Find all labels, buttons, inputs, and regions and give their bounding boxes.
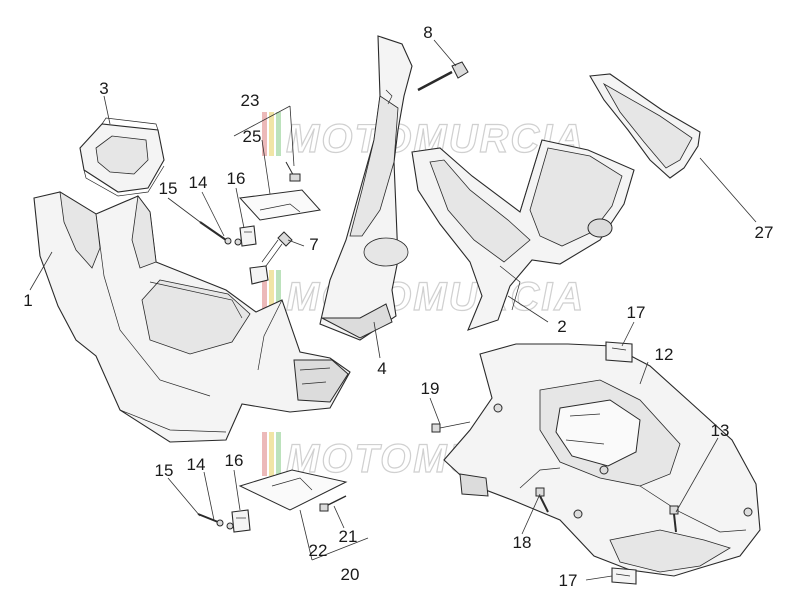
part-19-screw bbox=[431, 421, 471, 433]
callout-4: 4 bbox=[377, 359, 386, 378]
callout-14-lower: 14 bbox=[187, 455, 206, 474]
part-15-pin-lower bbox=[197, 513, 224, 527]
callout-22: 22 bbox=[309, 541, 328, 560]
callout-18: 18 bbox=[513, 533, 532, 552]
callout-7: 7 bbox=[309, 235, 318, 254]
part-13-screw bbox=[669, 505, 679, 533]
part-16-clip-lower bbox=[231, 509, 251, 533]
part-12-rear-cover bbox=[443, 343, 761, 577]
callout-3: 3 bbox=[99, 79, 108, 98]
part-18-screw bbox=[535, 487, 549, 513]
callout-15-lower: 15 bbox=[155, 461, 174, 480]
callout-14-upper: 14 bbox=[189, 173, 208, 192]
part-21-bolt bbox=[319, 495, 347, 512]
callout-21: 21 bbox=[339, 527, 358, 546]
callout-12: 12 bbox=[655, 345, 674, 364]
part-23-bolt bbox=[285, 161, 301, 182]
part-14-washer-lower bbox=[226, 522, 234, 530]
callout-27: 27 bbox=[755, 223, 774, 242]
part-17-clip-lower bbox=[611, 567, 637, 585]
part-1-front-cover bbox=[33, 191, 351, 443]
callout-16-lower: 16 bbox=[225, 451, 244, 470]
callout-17-upper: 17 bbox=[627, 303, 646, 322]
callout-16-upper: 16 bbox=[227, 169, 246, 188]
watermark-2: MOTOMURCIA bbox=[262, 270, 584, 320]
callout-17-lower: 17 bbox=[559, 571, 578, 590]
leader-lines bbox=[29, 39, 757, 581]
callout-15-upper: 15 bbox=[159, 179, 178, 198]
callout-2: 2 bbox=[557, 317, 566, 336]
callout-1: 1 bbox=[23, 291, 32, 310]
part-27-cover bbox=[589, 73, 701, 179]
part-17-clip-upper bbox=[605, 341, 633, 363]
part-7-screw bbox=[249, 231, 293, 285]
callout-13: 13 bbox=[711, 421, 730, 440]
callout-23: 23 bbox=[241, 91, 260, 110]
callout-8: 8 bbox=[423, 23, 432, 42]
part-2-inner-panel bbox=[411, 139, 635, 331]
callout-19: 19 bbox=[421, 379, 440, 398]
part-4-inner-panel bbox=[319, 35, 413, 341]
part-25-panel bbox=[238, 189, 321, 221]
part-14-washer-upper bbox=[234, 238, 242, 246]
callout-20: 20 bbox=[341, 565, 360, 584]
part-16-clip-upper bbox=[239, 225, 257, 247]
callout-labels: 3 1 2 4 8 7 23 25 15 14 16 27 17 12 19 1… bbox=[23, 23, 773, 590]
callout-25: 25 bbox=[243, 127, 262, 146]
part-8-bolt bbox=[417, 61, 469, 92]
part-22-panel bbox=[238, 469, 348, 511]
part-3-cover bbox=[79, 117, 165, 197]
